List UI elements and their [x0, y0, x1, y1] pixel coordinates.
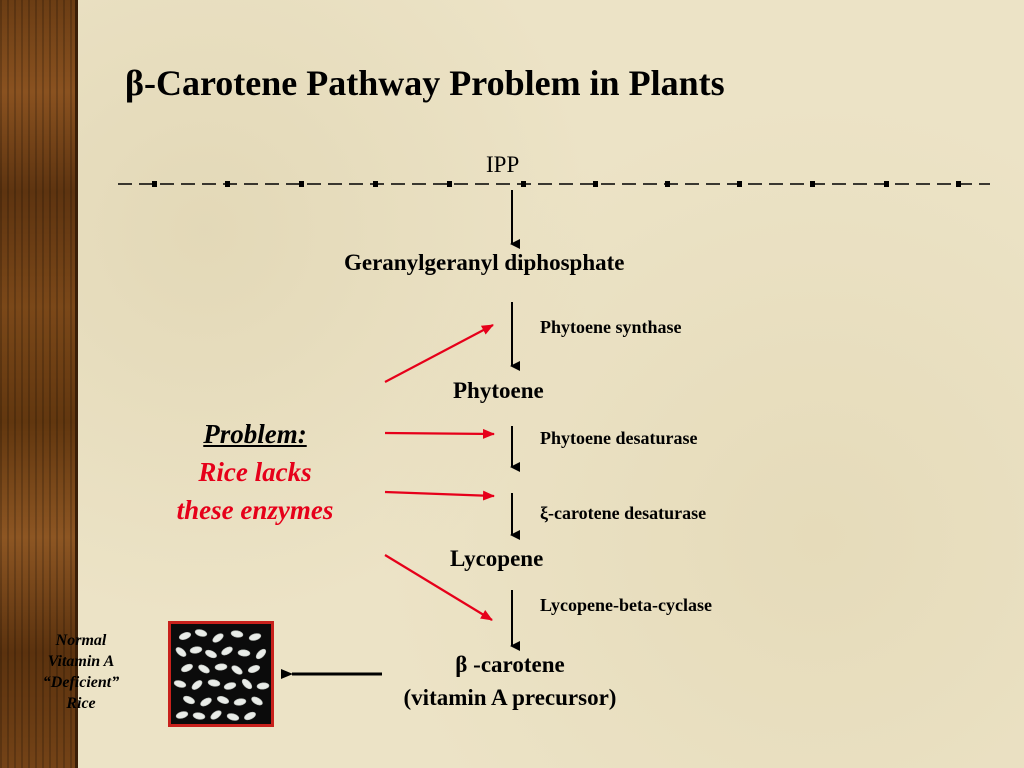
slide-title: β-Carotene Pathway Problem in Plants [125, 63, 725, 103]
rice-caption-line-1: Normal [55, 632, 107, 649]
enzyme-lycopene-beta-cyclase: Lycopene-beta-cyclase [540, 595, 712, 615]
rice-caption: Normal Vitamin A “Deficient” Rice [22, 630, 140, 714]
wood-border-decoration [0, 0, 78, 768]
membrane-dots [152, 181, 961, 187]
problem-line-1: Rice lacks [198, 457, 312, 487]
rice-caption-line-2: Vitamin A [47, 653, 115, 670]
red-arrow-xi-carotene-desaturase [384, 490, 495, 501]
rice-caption-line-3: “Deficient” [42, 674, 120, 691]
enzyme-phytoene-synthase: Phytoene synthase [540, 317, 682, 337]
final-product: β -carotene (vitamin A precursor) [360, 648, 660, 714]
compound-lycopene: Lycopene [450, 546, 544, 571]
problem-heading: Problem: [203, 419, 307, 449]
red-arrow-lycopene-cyclase [384, 554, 493, 621]
enzyme-xi-carotene-desaturase: ξ-carotene desaturase [540, 503, 707, 523]
enzyme-phytoene-desaturase: Phytoene desaturase [540, 428, 698, 448]
rice-grains-image [173, 629, 270, 721]
ipp-label: IPP [486, 152, 520, 177]
red-arrow-phytoene-synthase [384, 324, 494, 383]
rice-photo [168, 621, 274, 727]
product-name: β -carotene [455, 652, 565, 677]
problem-line-2: these enzymes [176, 495, 334, 525]
red-arrow-phytoene-desaturase [384, 428, 495, 439]
rice-caption-line-4: Rice [66, 695, 96, 712]
compound-phytoene: Phytoene [453, 378, 544, 403]
compound-ggpp: Geranylgeranyl diphosphate [344, 250, 625, 275]
problem-callout: Problem: Rice lacks these enzymes [150, 415, 360, 529]
product-description: (vitamin A precursor) [403, 685, 617, 710]
